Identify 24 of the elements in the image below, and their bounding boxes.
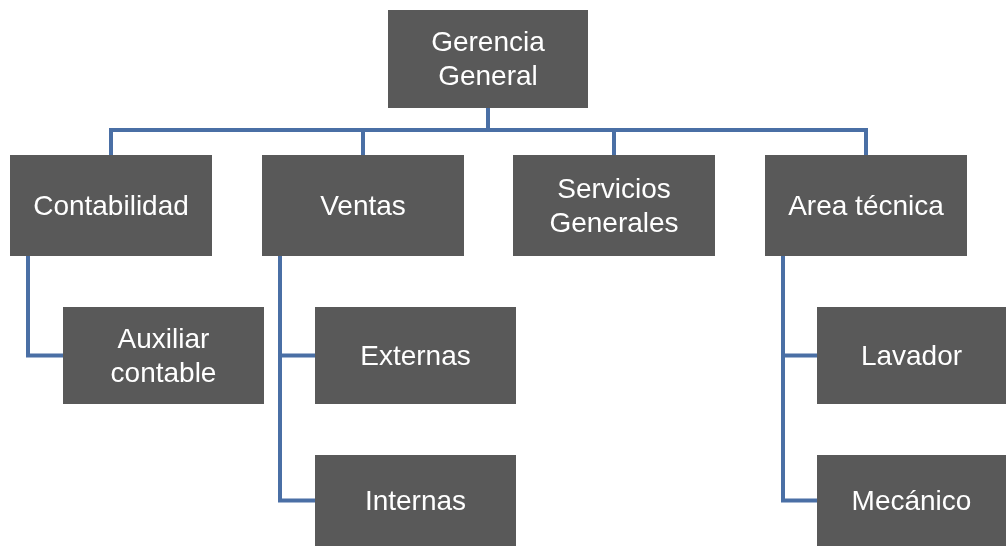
org-box	[262, 155, 464, 256]
box-label: Mecánico	[851, 483, 972, 518]
org-box	[315, 455, 516, 546]
org-box	[817, 455, 1006, 546]
org-box	[315, 307, 516, 404]
org-box	[63, 307, 264, 404]
box-label: Lavador	[860, 338, 963, 373]
connector-line	[26, 256, 63, 358]
connector-line	[781, 256, 817, 503]
org-box	[10, 155, 212, 256]
org-box	[765, 155, 967, 256]
box-label: Externas	[360, 338, 471, 373]
box-label: Internas	[364, 483, 467, 518]
box-label: Ventas	[320, 188, 406, 223]
org-box	[388, 10, 588, 108]
box-label: Area técnica	[788, 188, 944, 223]
connector-line	[278, 256, 315, 503]
connector-line	[486, 108, 868, 155]
org-box	[817, 307, 1006, 404]
box-label: Auxiliar contable	[109, 321, 218, 390]
box-label: Contabilidad	[33, 188, 189, 223]
box-label: Gerencia General	[430, 25, 546, 93]
box-label: Servicios Generales	[548, 171, 680, 240]
org-box	[513, 155, 715, 256]
